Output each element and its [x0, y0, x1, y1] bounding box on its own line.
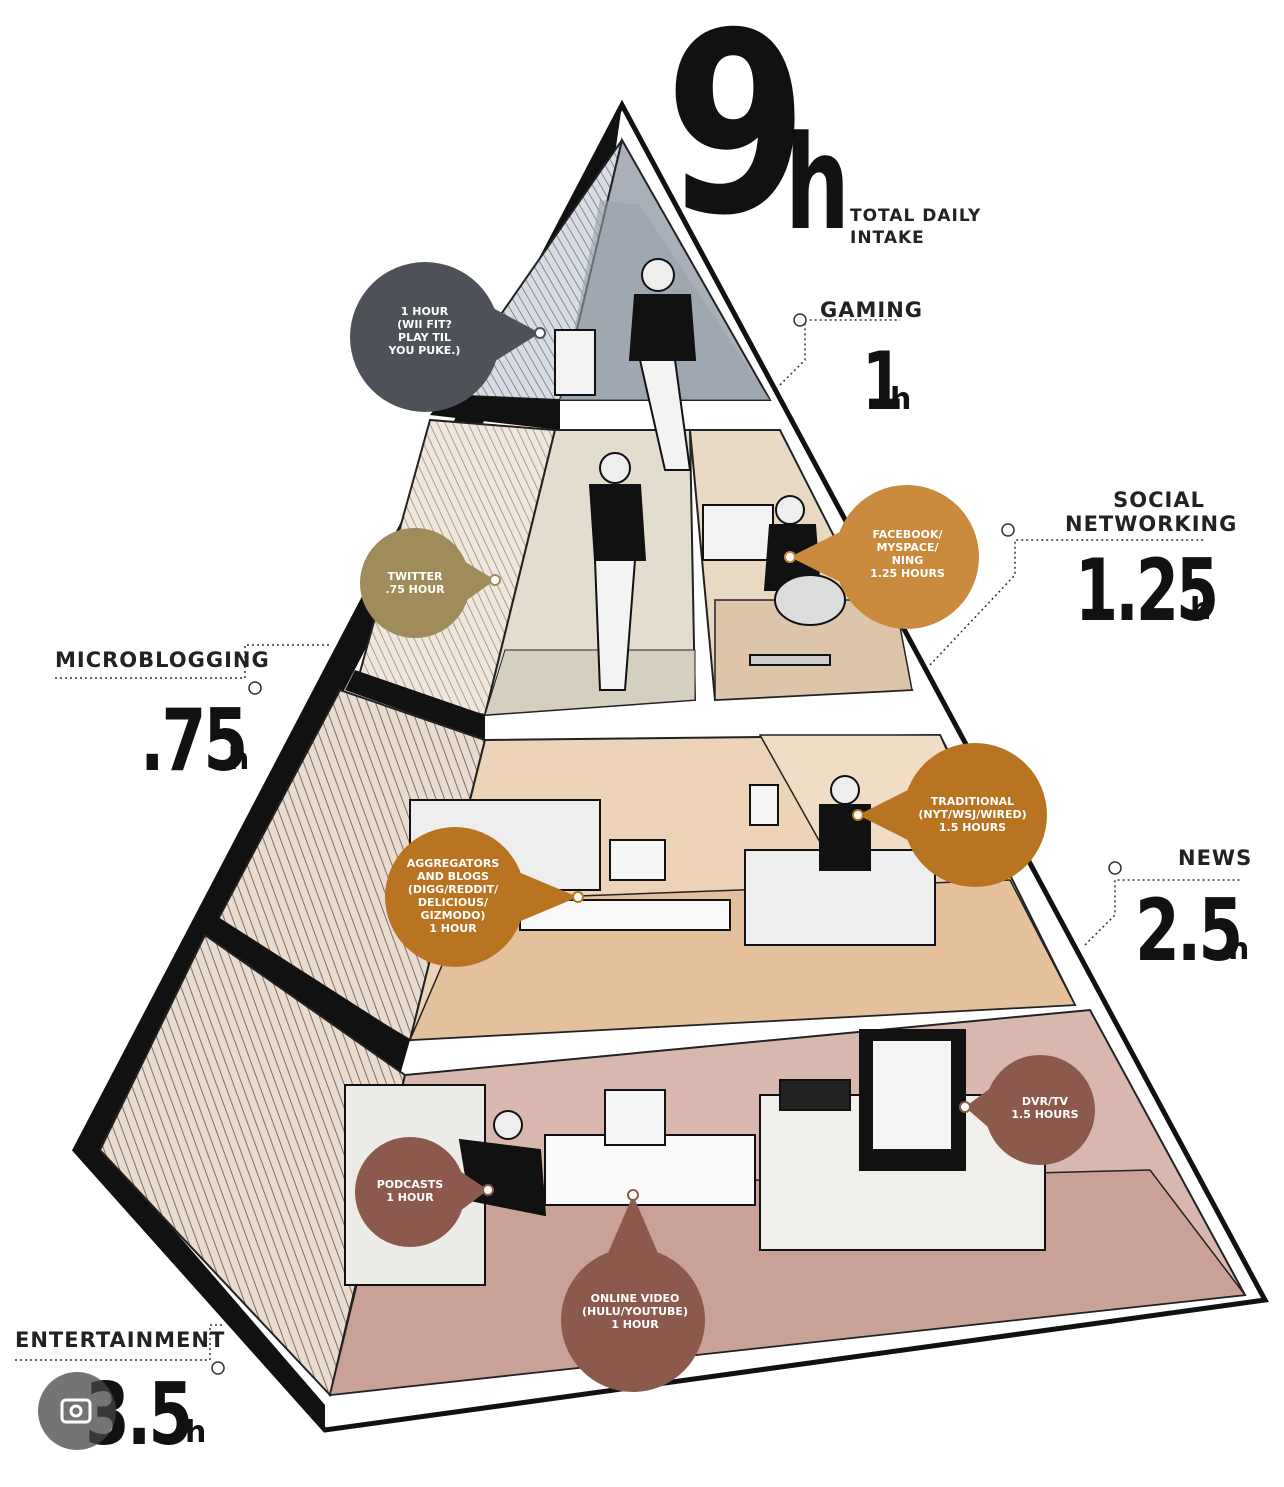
social-desk-figure	[702, 495, 846, 666]
news-unit: h	[1228, 932, 1250, 967]
bubble-shape-traditional-body	[903, 743, 1047, 887]
social-value: 1.25	[1075, 541, 1219, 641]
bubble-shape-traditional-anchor-dot	[852, 809, 864, 821]
bubble-shape-podcasts-body	[355, 1137, 465, 1247]
bubble-shape-aggregators	[385, 827, 584, 967]
entertainment-label: ENTERTAINMENT	[15, 1328, 226, 1352]
bubble-shape-facebook-anchor-dot	[784, 551, 796, 563]
social-unit: h	[1190, 592, 1212, 627]
bubble-shape-facebook-tail	[790, 532, 840, 582]
bubble-shape-facebook	[784, 485, 979, 629]
bubbles-layer	[350, 262, 1095, 1392]
bubble-facebook: FACEBOOK/ MYSPACE/ NING 1.25 HOURS	[870, 528, 945, 580]
gaming-label: GAMING	[820, 298, 924, 322]
news-value: 2.5	[1135, 881, 1243, 981]
total-value: 9	[665, 0, 808, 270]
bubble-shape-podcasts-anchor-dot	[482, 1184, 494, 1196]
gaming-unit: h	[890, 382, 912, 417]
bubble-online-video: ONLINE VIDEO (HULU/YOUTUBE) 1 HOUR	[582, 1292, 688, 1331]
bubble-shape-traditional	[852, 743, 1047, 887]
bubble-shape-aggregators-body	[385, 827, 525, 967]
bubble-shape-online-video-body	[561, 1248, 705, 1392]
bubble-shape-facebook-body	[835, 485, 979, 629]
micro-label: MICROBLOGGING	[55, 648, 270, 672]
bubble-shape-aggregators-tail	[520, 872, 578, 922]
bubble-podcasts: PODCASTS 1 HOUR	[376, 1178, 444, 1204]
lens-glyph-icon	[60, 1398, 92, 1424]
twitter-figure	[588, 452, 647, 691]
bubble-shape-gaming-anchor-dot	[534, 327, 546, 339]
bubble-shape-traditional-tail	[858, 790, 908, 840]
bubble-traditional: TRADITIONAL (NYT/WSJ/WIRED) 1.5 HOURS	[918, 795, 1027, 834]
bubble-shape-aggregators-anchor-dot	[572, 891, 584, 903]
bubble-dvr: DVR/TV 1.5 HOURS	[1011, 1095, 1079, 1121]
leader-lines	[15, 319, 1240, 1361]
bubble-shape-podcasts-tail	[461, 1171, 488, 1210]
bubble-shape-twitter	[360, 528, 501, 638]
bubble-shape-twitter-body	[360, 528, 470, 638]
bubble-shape-gaming-tail	[494, 308, 540, 361]
bubble-shape-dvr	[959, 1055, 1095, 1165]
social-label: SOCIAL NETWORKING	[1065, 488, 1238, 536]
bubble-shape-online-video-anchor-dot	[627, 1189, 639, 1201]
bubble-shape-online-video-tail	[608, 1195, 658, 1253]
news-floor-slab	[200, 915, 410, 1075]
bubble-twitter: TWITTER .75 HOUR	[385, 570, 445, 596]
bubble-shape-gaming	[350, 262, 546, 412]
gaming-figure	[554, 258, 697, 471]
gaming-value: 1	[862, 335, 904, 428]
total-unit: h	[785, 107, 850, 259]
total-label: TOTAL DAILY INTAKE	[850, 206, 982, 248]
micro-floor	[484, 649, 696, 716]
bubble-gaming: 1 HOUR (WII FIT? PLAY TIL YOU PUKE.)	[388, 305, 461, 357]
leader-dots	[211, 313, 1122, 1375]
bubble-shape-podcasts	[355, 1137, 494, 1247]
lens-search-icon[interactable]	[38, 1372, 116, 1450]
micro-floor-slab	[345, 670, 485, 740]
bubble-shape-dvr-tail	[965, 1089, 990, 1127]
bubble-aggregators: AGGREGATORS AND BLOGS (DIGG/REDDIT/ DELI…	[406, 857, 500, 935]
micro-unit: h	[228, 742, 250, 777]
entertainment-unit: h	[185, 1415, 207, 1450]
micro-value: .75	[140, 691, 248, 791]
bubble-shape-gaming-body	[350, 262, 500, 412]
news-label: NEWS	[1178, 846, 1253, 870]
bubble-shape-dvr-anchor-dot	[959, 1101, 971, 1113]
gaming-floor-slab	[430, 395, 560, 430]
bubble-shape-online-video	[561, 1189, 705, 1392]
bubble-shape-twitter-anchor-dot	[489, 574, 501, 586]
bubble-shape-twitter-tail	[465, 562, 495, 600]
bubble-shape-dvr-body	[985, 1055, 1095, 1165]
